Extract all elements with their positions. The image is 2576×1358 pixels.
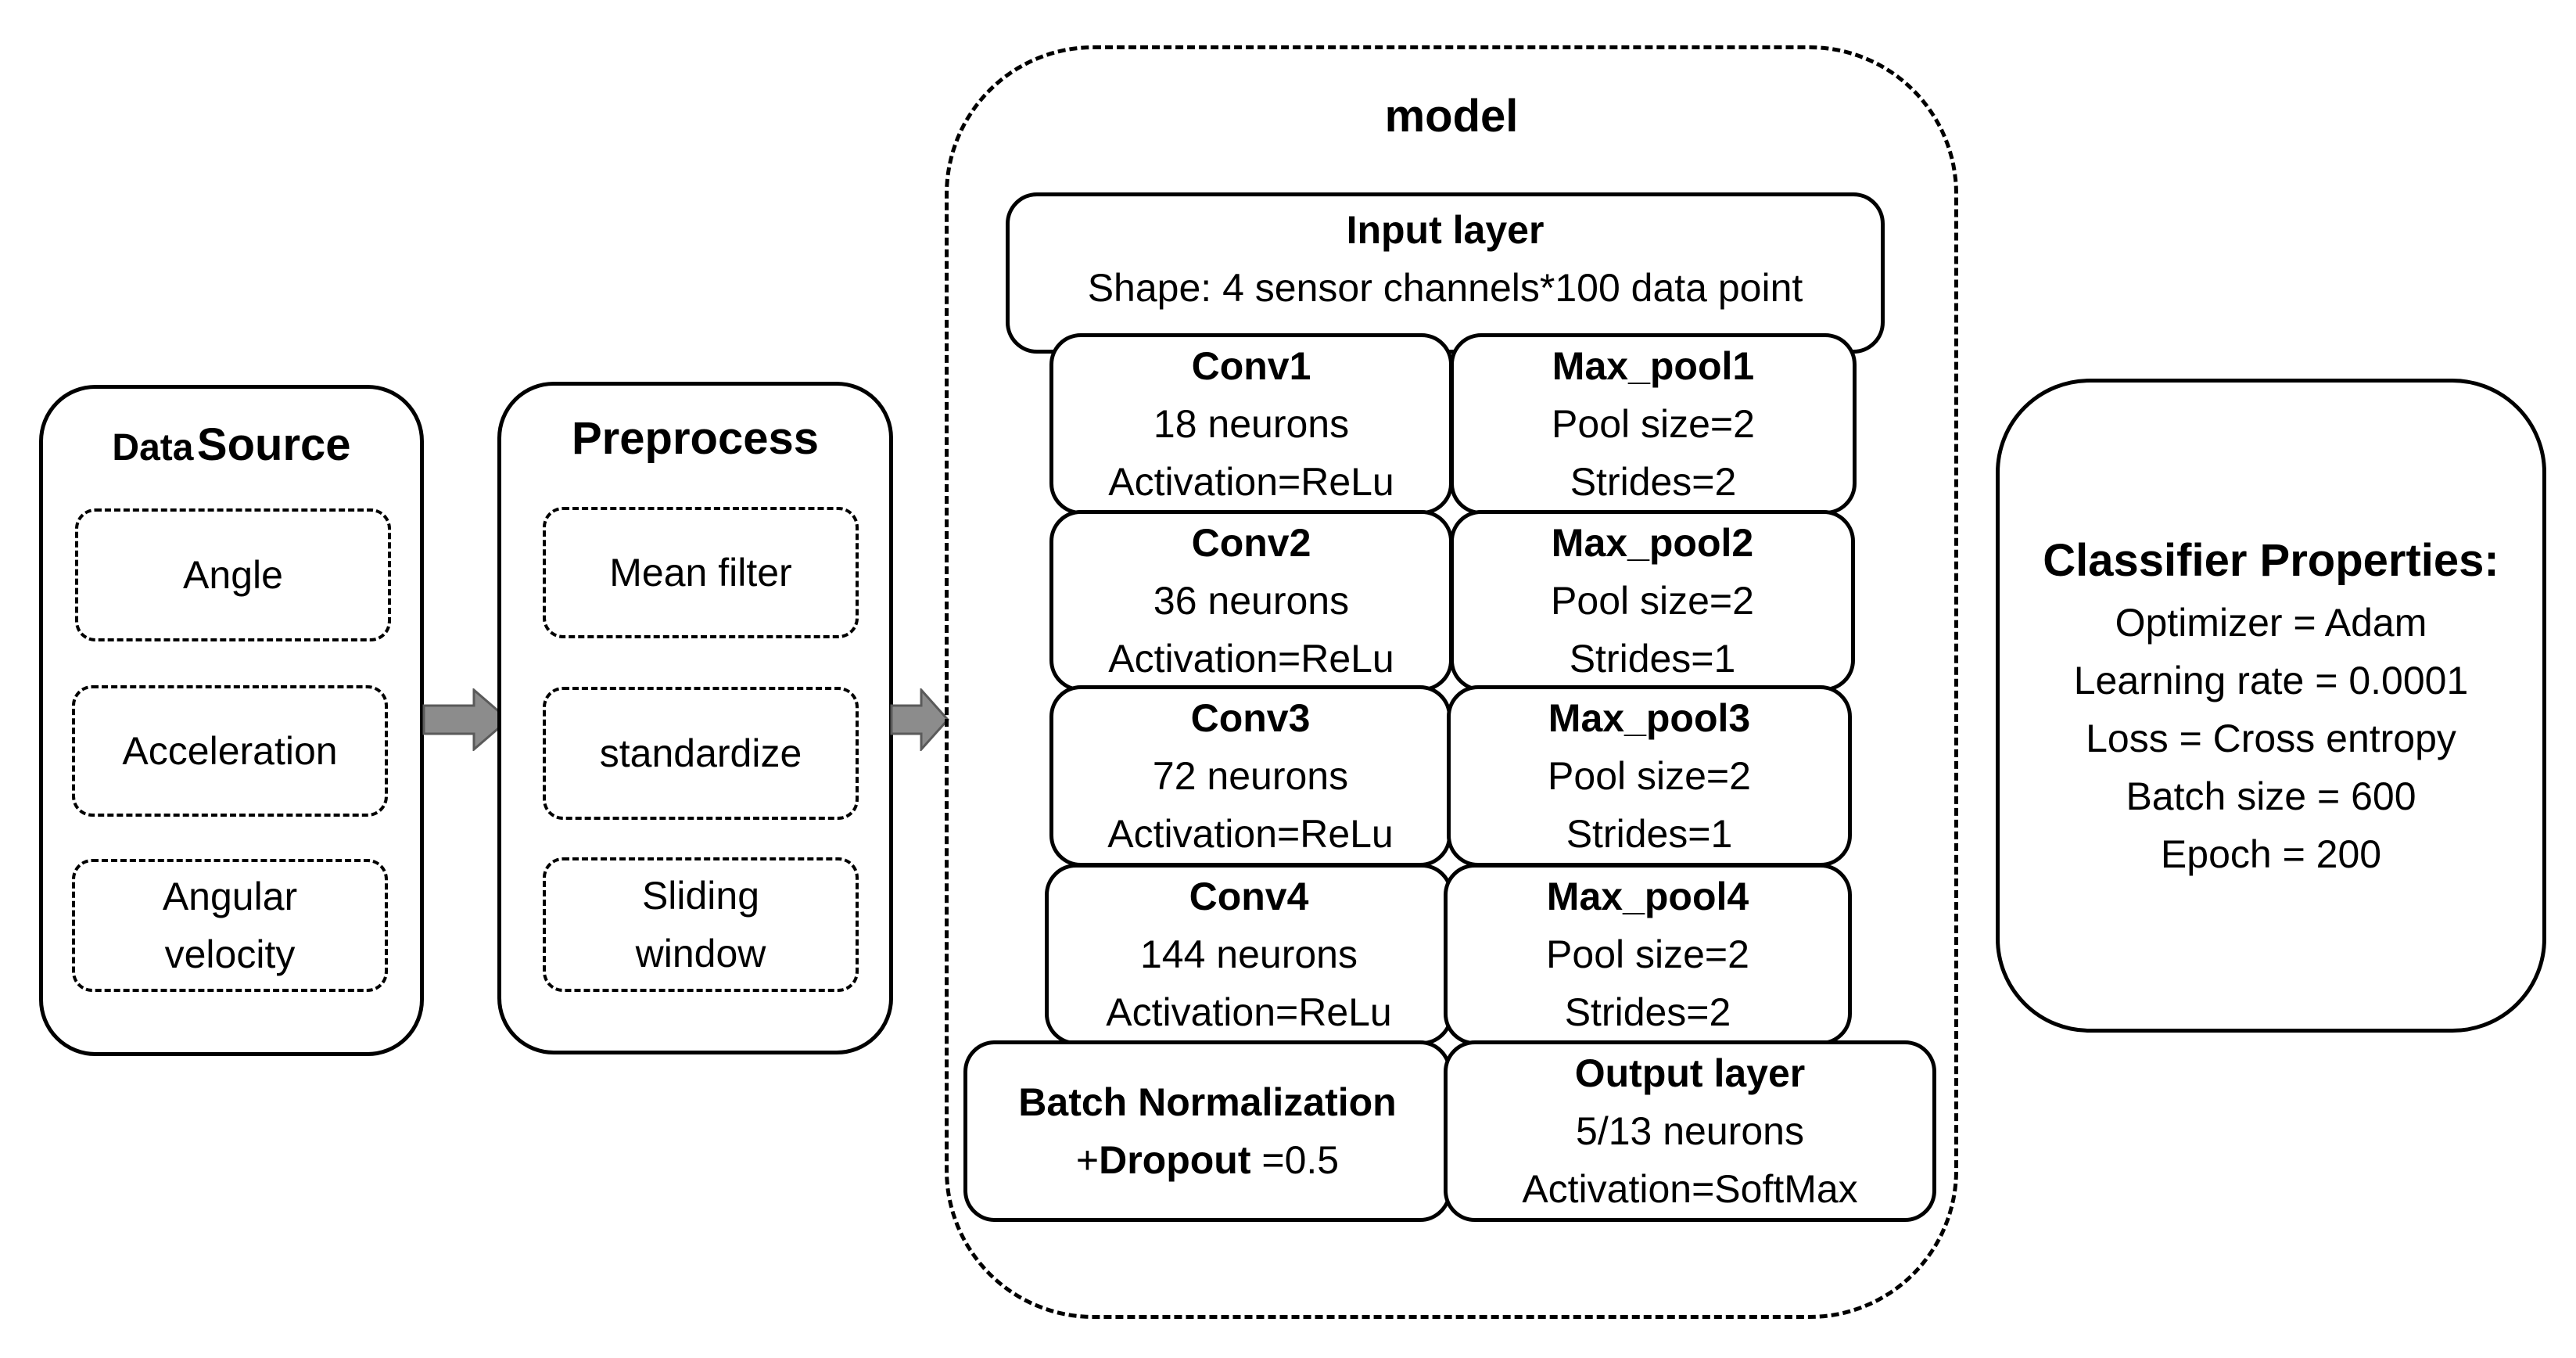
conv4-layer: Conv4 144 neurons Activation=ReLu [1045, 864, 1453, 1045]
standardize-label: standardize [599, 731, 802, 775]
output-layer: Output layer 5/13 neurons Activation=Sof… [1444, 1040, 1936, 1222]
conv2-title: Conv2 [1191, 521, 1311, 565]
model-title: model [1384, 91, 1519, 142]
classifier-loss: Loss = Cross entropy [2086, 717, 2456, 760]
conv4-neurons: 144 neurons [1139, 932, 1358, 976]
classifier-properties-title: Classifier Properties: [2043, 535, 2499, 586]
sliding-window-label-line1: Sliding [641, 874, 760, 918]
mean-filter-item: Mean filter [543, 507, 859, 638]
angle-label: Angle [183, 553, 283, 597]
mean-filter-label: Mean filter [609, 551, 792, 595]
max-pool2-layer: Max_pool2 Pool size=2 Strides=1 [1450, 510, 1855, 692]
conv3-neurons: 72 neurons [1152, 754, 1349, 798]
classifier-properties-panel: Classifier Properties: Optimizer = Adam … [1996, 379, 2546, 1033]
sliding-window-item: Sliding window [543, 857, 859, 992]
input-layer-title: Input layer [1346, 208, 1545, 252]
batch-normalization-layer: Batch Normalization +Dropout =0.5 [963, 1040, 1451, 1222]
dropout-label: Dropout [1099, 1138, 1251, 1182]
conv3-layer: Conv3 72 neurons Activation=ReLu [1049, 685, 1451, 867]
classifier-epoch: Epoch = 200 [2160, 832, 2382, 876]
max-pool2-pool-size: Pool size=2 [1551, 579, 1754, 623]
input-layer-shape: Shape: 4 sensor channels*100 data point [1087, 266, 1803, 310]
sliding-window-label-line2: window [635, 932, 766, 975]
max-pool4-strides: Strides=2 [1564, 990, 1731, 1034]
max-pool1-pool-size: Pool size=2 [1552, 402, 1755, 446]
max-pool3-pool-size: Pool size=2 [1548, 754, 1751, 798]
conv1-activation: Activation=ReLu [1108, 460, 1394, 504]
conv2-layer: Conv2 36 neurons Activation=ReLu [1049, 510, 1453, 692]
data-source-title: Data Source [43, 419, 420, 471]
max-pool4-pool-size: Pool size=2 [1546, 932, 1749, 976]
classifier-batch-size: Batch size = 600 [2126, 774, 2416, 818]
output-layer-neurons: 5/13 neurons [1576, 1109, 1804, 1153]
dropout-prefix: + [1075, 1138, 1100, 1182]
angular-velocity-item: Angular velocity [72, 859, 388, 992]
conv3-title: Conv3 [1190, 696, 1311, 740]
classifier-optimizer: Optimizer = Adam [2115, 601, 2427, 645]
max-pool1-layer: Max_pool1 Pool size=2 Strides=2 [1450, 333, 1857, 515]
conv4-activation: Activation=ReLu [1106, 990, 1392, 1034]
max-pool1-title: Max_pool1 [1552, 344, 1755, 388]
input-layer: Input layer Shape: 4 sensor channels*100… [1006, 192, 1885, 354]
conv2-activation: Activation=ReLu [1108, 637, 1394, 681]
output-layer-title: Output layer [1574, 1051, 1806, 1095]
dropout-value: =0.5 [1250, 1138, 1340, 1182]
conv4-title: Conv4 [1189, 875, 1309, 918]
angular-velocity-label-line2: velocity [164, 932, 296, 976]
arrow-right-icon [422, 688, 510, 751]
max-pool2-strides: Strides=1 [1569, 637, 1736, 681]
max-pool3-layer: Max_pool3 Pool size=2 Strides=1 [1447, 685, 1852, 867]
max-pool3-strides: Strides=1 [1566, 812, 1733, 856]
max-pool4-title: Max_pool4 [1546, 875, 1749, 918]
preprocess-title: Preprocess [572, 413, 819, 464]
angular-velocity-label-line1: Angular [162, 875, 298, 918]
conv1-layer: Conv1 18 neurons Activation=ReLu [1049, 333, 1453, 515]
conv2-neurons: 36 neurons [1153, 579, 1350, 623]
batch-normalization-title: Batch Normalization [1018, 1080, 1397, 1124]
standardize-item: standardize [543, 687, 859, 820]
max-pool1-strides: Strides=2 [1570, 460, 1737, 504]
output-layer-activation: Activation=SoftMax [1522, 1167, 1858, 1211]
dropout-line: +Dropout =0.5 [1076, 1131, 1339, 1189]
conv1-title: Conv1 [1191, 344, 1311, 388]
max-pool4-layer: Max_pool4 Pool size=2 Strides=2 [1444, 864, 1852, 1045]
model-container: model [945, 45, 1958, 1319]
arrow-right-icon [890, 688, 949, 751]
data-source-title-small: Data [112, 427, 194, 469]
max-pool2-title: Max_pool2 [1551, 521, 1754, 565]
max-pool3-title: Max_pool3 [1548, 696, 1751, 740]
acceleration-label: Acceleration [122, 729, 338, 773]
conv3-activation: Activation=ReLu [1107, 812, 1394, 856]
angle-item: Angle [75, 508, 391, 641]
conv1-neurons: 18 neurons [1153, 402, 1350, 446]
classifier-learning-rate: Learning rate = 0.0001 [2073, 659, 2469, 702]
acceleration-item: Acceleration [72, 685, 388, 817]
data-source-title-big: Source [196, 419, 351, 470]
